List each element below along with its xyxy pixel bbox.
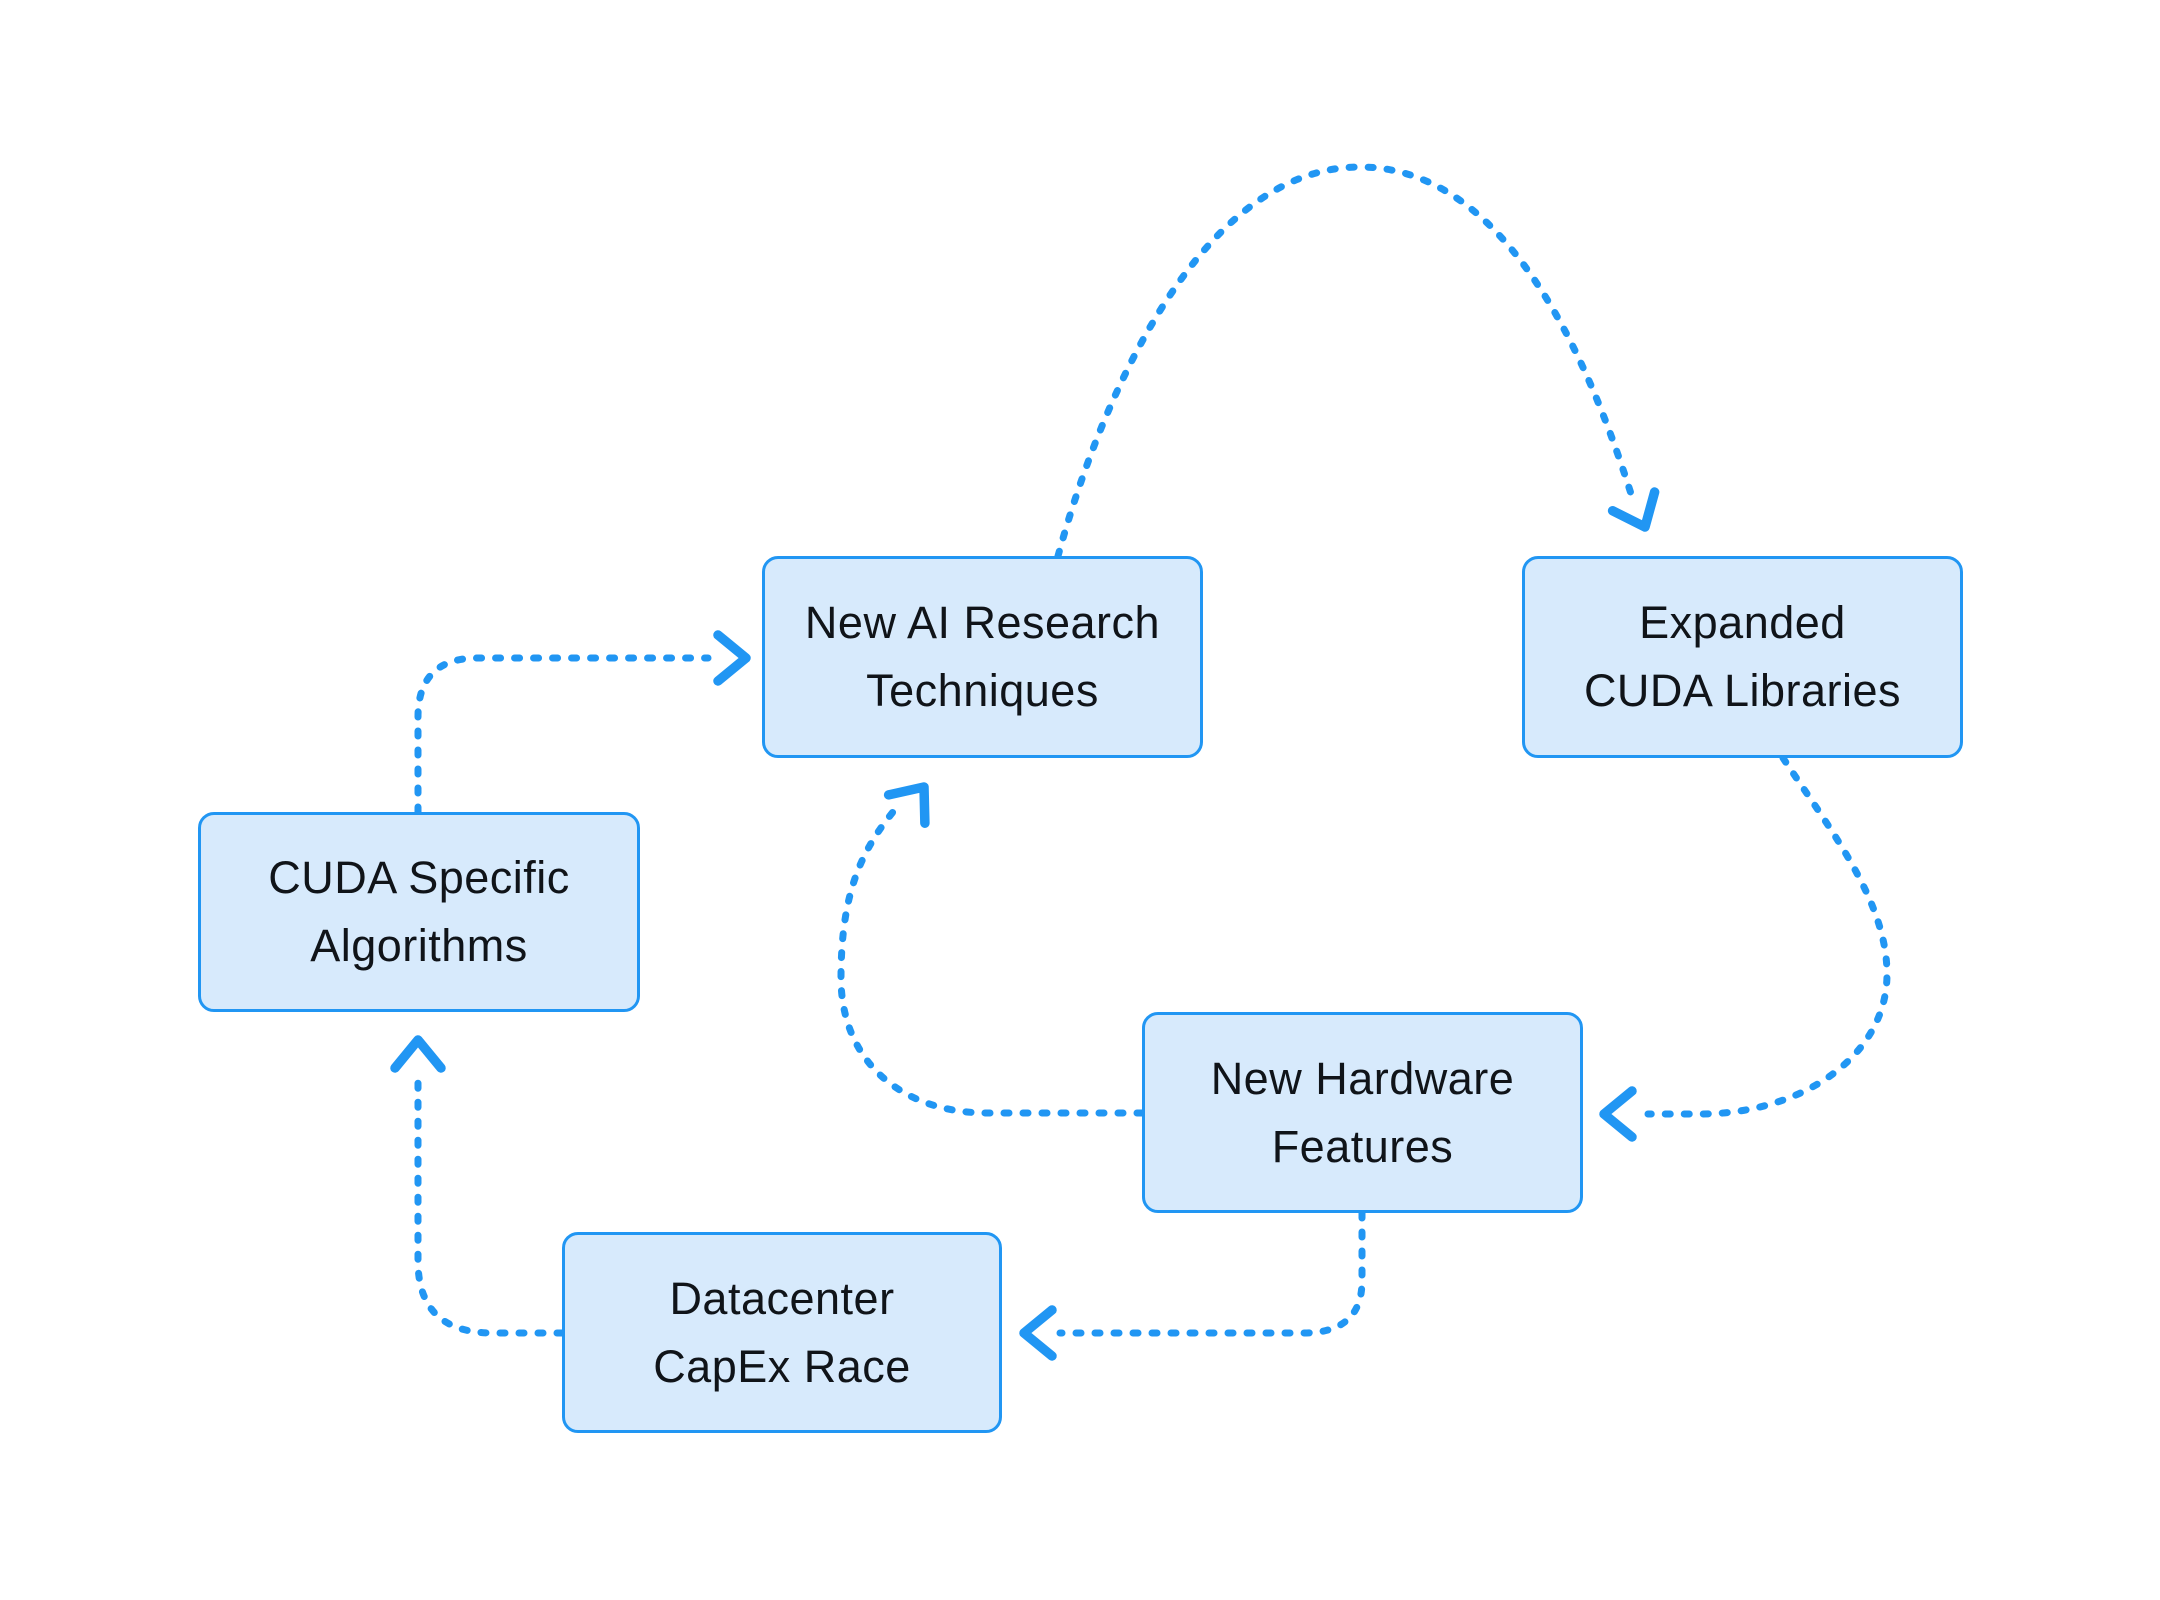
edge-path (837, 802, 1146, 1117)
edge-cuda-specific-algorithms-to-new-ai-research-techniques (414, 630, 751, 816)
edge-path (414, 1070, 566, 1337)
node-label: Datacenter CapEx Race (653, 1265, 911, 1401)
node-new-ai-research-techniques: New AI Research Techniques (762, 556, 1203, 758)
arrowhead-up-icon (390, 1035, 446, 1073)
node-label-line: New AI Research (804, 597, 1161, 648)
arrowhead-left-icon (1019, 1305, 1057, 1361)
node-label-line: CUDA Specific (268, 852, 570, 903)
node-label-line: CapEx Race (653, 1340, 911, 1392)
node-label-line: Techniques (866, 665, 1099, 716)
arrowhead-right-icon (713, 630, 751, 686)
node-expanded-cuda-libraries: Expanded CUDA Libraries (1522, 556, 1963, 758)
node-label: Expanded CUDA Libraries (1584, 589, 1901, 725)
edge-new-hardware-features-to-datacenter-capex-race (1019, 1209, 1366, 1361)
node-label: CUDA Specific Algorithms (268, 844, 570, 980)
node-label-line: Features (1271, 1120, 1454, 1172)
edge-path (414, 654, 712, 816)
node-cuda-specific-algorithms: CUDA Specific Algorithms (198, 812, 640, 1012)
edge-new-hardware-features-to-new-ai-research-techniques (837, 782, 1146, 1117)
node-label-line: Datacenter (669, 1272, 895, 1324)
node-datacenter-capex-race: Datacenter CapEx Race (562, 1232, 1002, 1433)
node-label-line: Expanded (1639, 597, 1846, 648)
edge-expanded-cuda-libraries-to-new-hardware-features (1599, 754, 1891, 1142)
node-label: New AI Research Techniques (805, 589, 1160, 725)
edge-path (1056, 1209, 1366, 1337)
edge-new-ai-research-techniques-to-expanded-cuda-libraries (1054, 163, 1660, 560)
edge-path (1644, 754, 1891, 1118)
node-label: New Hardware Features (1211, 1045, 1515, 1181)
node-new-hardware-features: New Hardware Features (1142, 1012, 1583, 1213)
edge-datacenter-capex-race-to-cuda-specific-algorithms (390, 1035, 566, 1337)
arrowhead-up-right-icon (883, 782, 930, 828)
edge-path (1054, 163, 1637, 560)
node-label-line: CUDA Libraries (1583, 665, 1902, 716)
arrowhead-left-icon (1599, 1086, 1637, 1142)
arrowhead-down-right-icon (1607, 487, 1660, 532)
node-label-line: Algorithms (310, 920, 528, 971)
node-label-line: New Hardware (1210, 1052, 1515, 1104)
